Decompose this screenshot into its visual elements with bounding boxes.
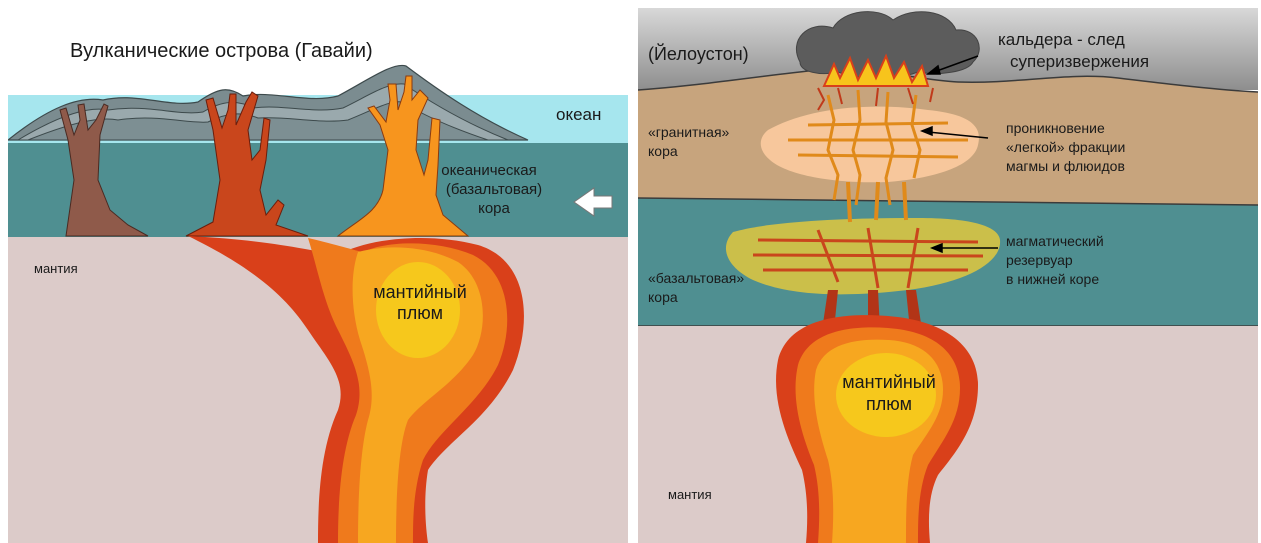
oceanic-crust-label-2: (базальтовая) — [434, 181, 554, 198]
hawaii-diagram: Вулканические острова (Гавайи) океан оке… — [8, 0, 628, 543]
plume-label-2: плюм — [360, 303, 480, 324]
penetration-label-2: «легкой» фракции — [1006, 139, 1125, 155]
reservoir-label-1: магматический — [1006, 233, 1104, 249]
caldera-label-2: суперизвержения — [1010, 52, 1149, 72]
hawaii-title: Вулканические острова (Гавайи) — [70, 40, 373, 63]
reservoir-label-2: резервуар — [1006, 252, 1073, 268]
oceanic-crust-label-1: океаническая — [434, 162, 544, 179]
basalt-crust-label-1: «базальтовая» — [648, 270, 744, 286]
basalt-crust-label-2: кора — [648, 289, 678, 305]
plume-label-1: мантийный — [360, 282, 480, 303]
ocean-label: океан — [556, 105, 601, 125]
reservoir-label-3: в нижней коре — [1006, 271, 1099, 287]
granite-crust-label-1: «гранитная» — [648, 124, 729, 140]
yellowstone-title: (Йелоустон) — [648, 44, 749, 65]
mantle-label-right: мантия — [668, 488, 712, 503]
plume-label-right-2: плюм — [834, 394, 944, 415]
caldera-label-1: кальдера - след — [998, 30, 1125, 50]
hawaii-diagram-graphic — [8, 0, 628, 543]
plume-label-right-1: мантийный — [834, 372, 944, 393]
penetration-label-1: проникновение — [1006, 120, 1105, 136]
penetration-label-3: магмы и флюидов — [1006, 158, 1125, 174]
mantle-label: мантия — [34, 262, 78, 277]
granite-crust-label-2: кора — [648, 143, 678, 159]
oceanic-crust-label-3: кора — [434, 200, 554, 217]
yellowstone-diagram: (Йелоустон) кальдера - след суперизверже… — [638, 0, 1258, 543]
